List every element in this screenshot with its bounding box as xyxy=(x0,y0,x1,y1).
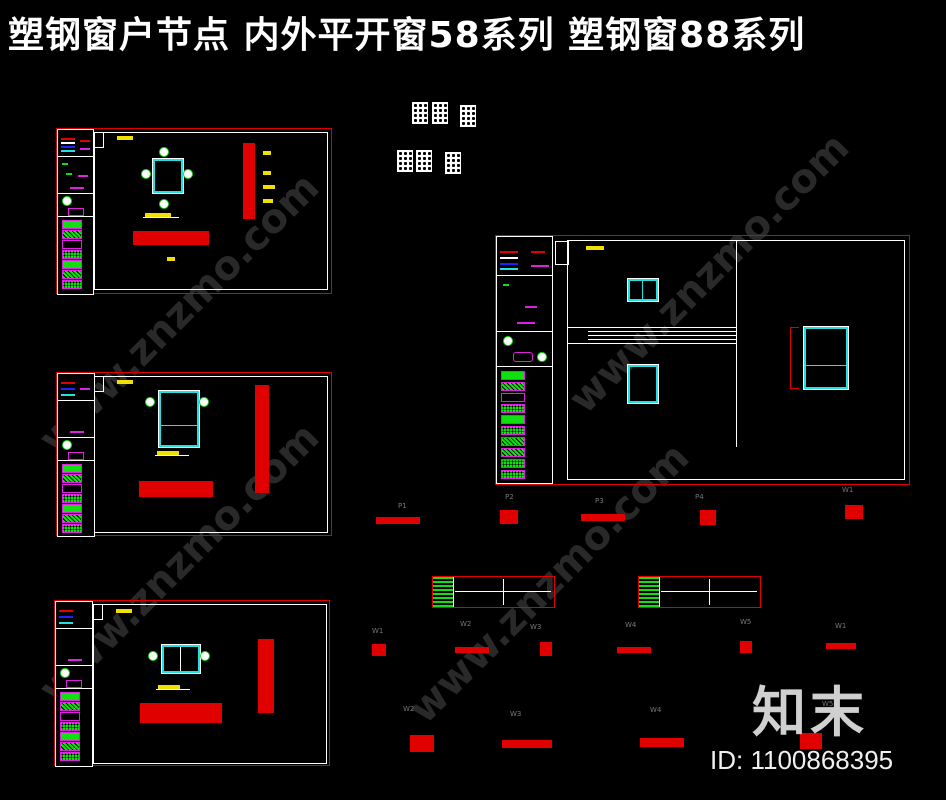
thumbnail-1[interactable] xyxy=(412,102,428,124)
profile-section-vertical[interactable] xyxy=(243,143,255,219)
detail-w2b[interactable] xyxy=(410,735,434,752)
sheet-border xyxy=(94,132,328,290)
legend-panel xyxy=(496,236,553,484)
detail-label: P2 xyxy=(505,493,514,501)
detail-w5[interactable] xyxy=(740,641,752,653)
drawing-title: 塑钢窗户节点 内外平开窗58系列 塑钢窗88系列 xyxy=(8,15,806,56)
detail-p1[interactable] xyxy=(376,517,420,524)
drawing-sheet-2[interactable] xyxy=(56,372,332,537)
thumbnail-5[interactable] xyxy=(416,150,432,172)
elevation-sheet[interactable] xyxy=(495,235,910,485)
detail-w5b[interactable] xyxy=(800,733,822,749)
detail-label: W2 xyxy=(403,705,415,713)
detail-label: W3 xyxy=(530,623,542,631)
detail-w3b[interactable] xyxy=(502,740,552,748)
thumbnail-6[interactable] xyxy=(445,152,461,174)
detail-label: W5 xyxy=(740,618,752,626)
profile-section-horizontal[interactable] xyxy=(139,481,213,497)
brand-logo: 知末 xyxy=(752,681,868,744)
sheet-border xyxy=(555,240,905,480)
detail-w1[interactable] xyxy=(845,505,863,519)
detail-label: W1 xyxy=(835,622,847,630)
detail-label: P1 xyxy=(398,502,407,510)
legend-panel xyxy=(57,373,95,537)
detail-label: P4 xyxy=(695,493,704,501)
profile-section-vertical[interactable] xyxy=(258,639,274,713)
detail-strip-1[interactable] xyxy=(432,576,555,608)
detail-w2[interactable] xyxy=(455,647,489,653)
detail-label: W4 xyxy=(650,706,662,714)
sliding-window-elevation[interactable] xyxy=(161,644,201,674)
drawing-sheet-1[interactable] xyxy=(56,128,332,295)
double-casement-elevation[interactable] xyxy=(627,278,659,302)
profile-section-vertical[interactable] xyxy=(255,385,269,493)
profile-section-horizontal[interactable] xyxy=(140,703,222,723)
sheet-border xyxy=(94,376,328,533)
drawing-sheet-3[interactable] xyxy=(54,600,330,767)
casement-transom-window-elevation[interactable] xyxy=(158,390,200,448)
detail-p4[interactable] xyxy=(700,510,716,525)
thumbnail-4[interactable] xyxy=(397,150,413,172)
sheet-border xyxy=(93,604,327,764)
legend-panel xyxy=(55,601,93,767)
casement-window-elevation[interactable] xyxy=(152,158,184,194)
thumbnail-3[interactable] xyxy=(460,105,476,127)
detail-p3[interactable] xyxy=(581,514,625,521)
detail-w4[interactable] xyxy=(617,647,651,653)
detail-label: P3 xyxy=(595,497,604,505)
detail-label: W2 xyxy=(460,620,472,628)
asset-id-label: ID: 1100868395 xyxy=(710,745,894,775)
detail-label: W3 xyxy=(510,710,522,718)
legend-panel xyxy=(57,129,94,295)
casement-transom-elevation[interactable] xyxy=(803,326,849,390)
detail-w3[interactable] xyxy=(540,642,552,656)
detail-label: W1 xyxy=(372,627,384,635)
detail-p2[interactable] xyxy=(500,510,518,524)
profile-section-horizontal[interactable] xyxy=(133,231,209,245)
detail-label: W4 xyxy=(625,621,637,629)
detail-w1c[interactable] xyxy=(826,643,856,649)
detail-label: W1 xyxy=(842,486,854,494)
detail-label: W5 xyxy=(822,700,834,708)
thumbnail-2[interactable] xyxy=(432,102,448,124)
detail-w1b[interactable] xyxy=(372,644,386,656)
single-casement-elevation[interactable] xyxy=(627,364,659,404)
detail-w4b[interactable] xyxy=(640,738,684,747)
detail-strip-2[interactable] xyxy=(638,576,761,608)
